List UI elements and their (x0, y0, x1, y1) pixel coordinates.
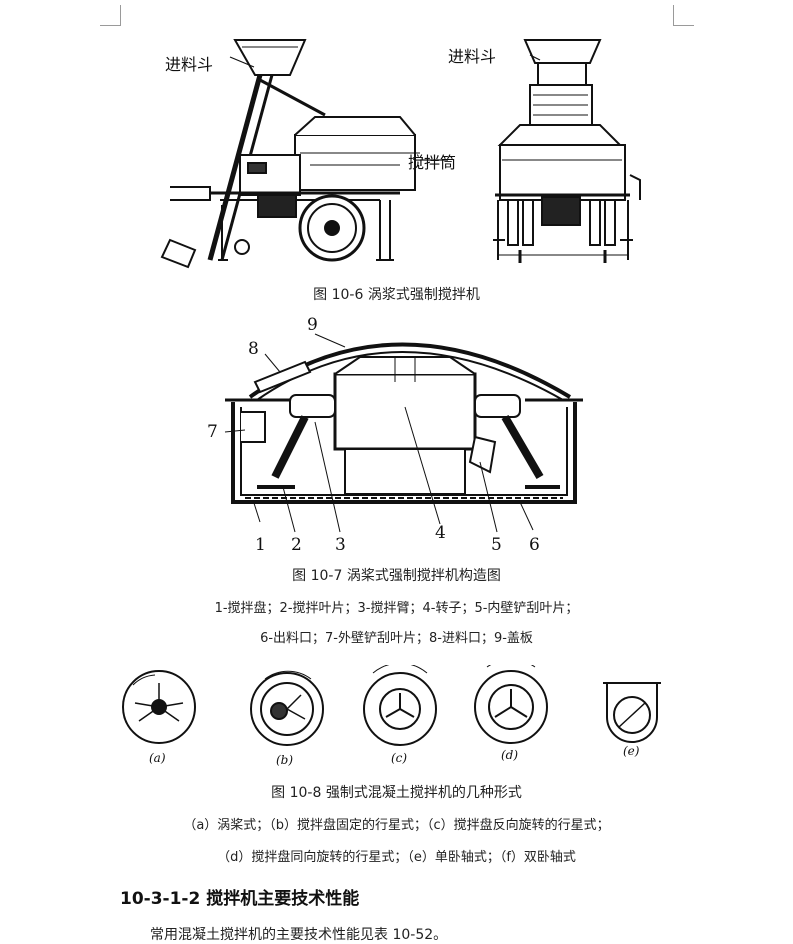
part-number-6: 6 (529, 535, 540, 552)
sub-label-b: (b) (276, 753, 293, 767)
part-number-9: 9 (307, 315, 318, 335)
figure-10-7-legend-line-1: 1-搅拌盘；2-搅拌叶片；3-搅拌臂；4-转子；5-内壁铲刮叶片； (214, 601, 579, 616)
sub-label-a: (a) (149, 751, 166, 765)
figure-10-6-caption: 图 10-6 涡浆式强制搅拌机 (313, 287, 480, 303)
sub-label-c: (c) (391, 751, 407, 765)
mixer-type-b-icon (250, 670, 324, 746)
part-number-2: 2 (291, 535, 302, 552)
figure-10-8-legend-line-2: （d）搅拌盘同向旋转的行星式；（e）单卧轴式；（f）双卧轴式 (217, 850, 576, 865)
mixer-type-c-icon (363, 665, 437, 746)
figure-10-8-drawing: (a) (b) (c) (d) (e) (122, 665, 661, 767)
mixer-type-e-icon (603, 682, 661, 743)
label-hopper-right: 进料斗 (448, 47, 496, 66)
sub-label-e: (e) (623, 744, 640, 758)
body-paragraph: 常用混凝土搅拌机的主要技术性能见表 10-52。 (150, 927, 448, 943)
part-number-8: 8 (248, 339, 259, 359)
crop-mark-top-right (673, 5, 694, 26)
figure-10-8-legend-line-1: （a）涡桨式；（b）搅拌盘固定的行星式；（c）搅拌盘反向旋转的行星式； (183, 818, 610, 833)
mixer-type-a-icon (122, 670, 196, 744)
figure-10-7-caption: 图 10-7 涡桨式强制搅拌机构造图 (292, 568, 501, 584)
label-hopper-left: 进料斗 (165, 55, 213, 74)
sub-label-d: (d) (501, 748, 518, 762)
part-number-7: 7 (207, 422, 218, 442)
figure-10-8-caption: 图 10-8 强制式混凝土搅拌机的几种形式 (271, 785, 522, 801)
figure-10-7-legend-line-2: 6-出料口；7-外壁铲刮叶片；8-进料口；9-盖板 (260, 631, 533, 646)
part-number-3: 3 (335, 535, 346, 552)
crop-mark-top-left (100, 5, 121, 26)
figure-10-7-drawing: 9 8 7 1 2 3 4 5 6 (207, 315, 583, 552)
part-number-4: 4 (435, 523, 446, 543)
label-mixing-drum: 搅拌筒 (408, 153, 456, 172)
part-number-5: 5 (491, 535, 502, 552)
figure-10-6-drawing: 进料斗 进料斗 搅拌筒 (160, 39, 641, 269)
mixer-type-d-icon (474, 665, 548, 744)
section-heading: 10-3-1-2 搅拌机主要技术性能 (120, 889, 360, 909)
part-number-1: 1 (255, 535, 266, 552)
